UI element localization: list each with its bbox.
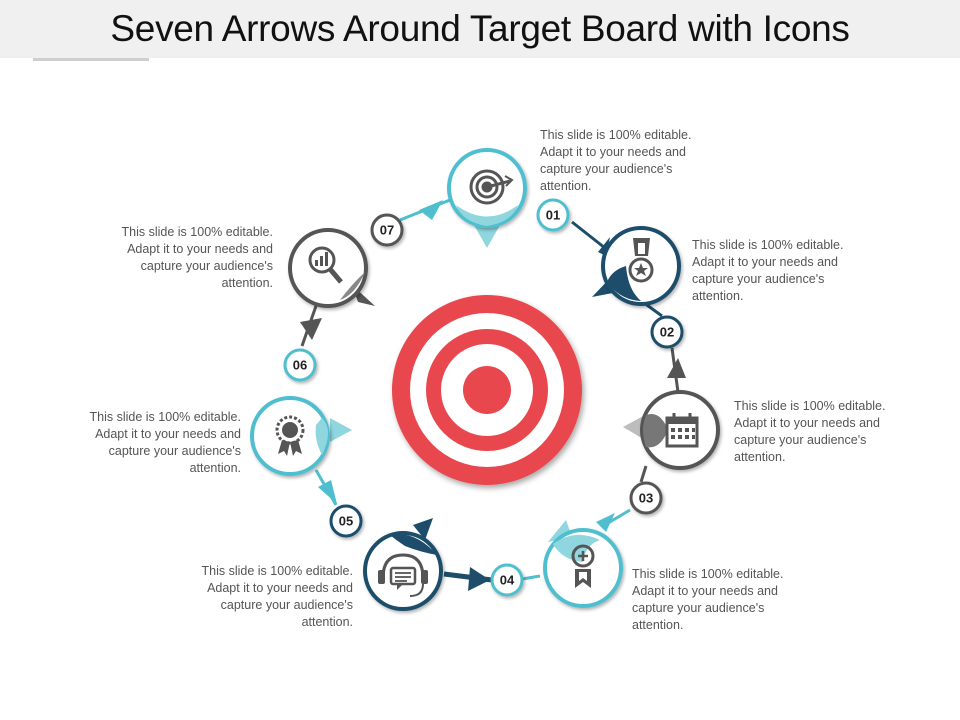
step-03 — [623, 390, 720, 470]
number-badge-01: 01 — [536, 198, 570, 232]
page-title: Seven Arrows Around Target Board with Ic… — [110, 8, 850, 49]
title-underline — [33, 58, 149, 61]
medal-icon — [628, 238, 654, 283]
number-badge-04: 04 — [490, 563, 524, 597]
number-badge-03: 03 — [629, 481, 663, 515]
award-ribbon-icon — [571, 544, 595, 588]
title-bar — [0, 0, 960, 58]
step-07 — [288, 228, 375, 308]
connectors — [300, 198, 686, 591]
number-badge-05: 05 — [329, 504, 363, 538]
step-01-description: This slide is 100% editable. Adapt it to… — [540, 128, 692, 193]
number-label: 05 — [339, 514, 353, 529]
target-board — [392, 295, 582, 485]
calendar-icon — [665, 413, 699, 448]
number-label: 04 — [500, 573, 515, 588]
number-label: 06 — [293, 358, 307, 373]
number-label: 02 — [660, 325, 674, 340]
number-badge-07: 07 — [370, 213, 404, 247]
magnifier-chart-icon — [308, 246, 343, 284]
number-badge-06: 06 — [283, 348, 317, 382]
number-label: 03 — [639, 491, 653, 506]
badge-icon — [275, 415, 305, 456]
headset-chat-icon — [378, 553, 428, 597]
step-01 — [447, 148, 527, 248]
step-07-description: This slide is 100% editable. Adapt it to… — [121, 225, 273, 290]
number-badges: 01 02 03 04 05 06 07 — [283, 198, 684, 597]
step-02-description: This slide is 100% editable. Adapt it to… — [692, 238, 844, 303]
step-04 — [543, 520, 623, 608]
step-03-description: This slide is 100% editable. Adapt it to… — [734, 399, 886, 464]
step-04-description: This slide is 100% editable. Adapt it to… — [632, 567, 784, 632]
number-label: 07 — [380, 223, 394, 238]
step-06 — [250, 396, 352, 476]
number-label: 01 — [546, 208, 560, 223]
step-02 — [592, 226, 681, 306]
target-icon — [469, 169, 514, 205]
step-06-description: This slide is 100% editable. Adapt it to… — [89, 410, 241, 475]
step-05-description: This slide is 100% editable. Adapt it to… — [201, 564, 353, 629]
number-badge-02: 02 — [650, 315, 684, 349]
step-05 — [363, 518, 443, 611]
